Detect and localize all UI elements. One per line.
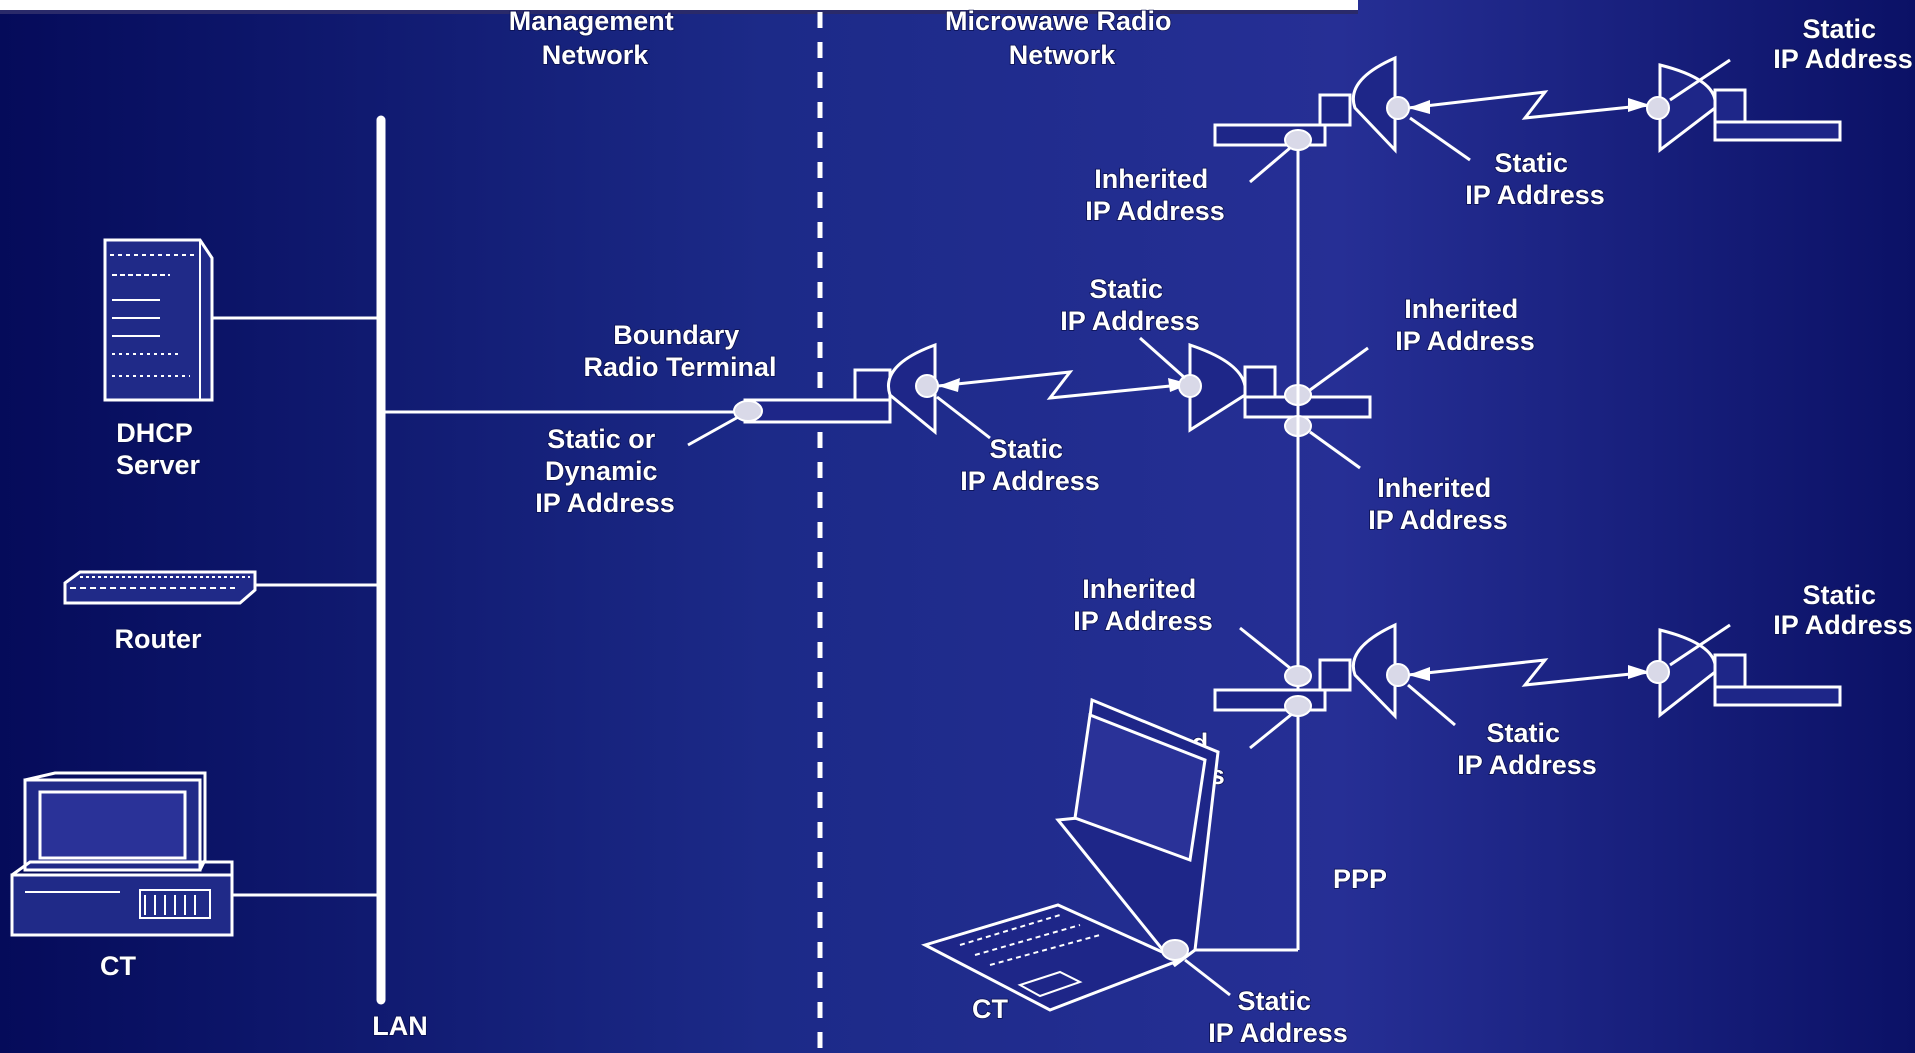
top-radio-inherited-address-label: Inherited IP Address bbox=[1085, 164, 1225, 226]
radio-link-top bbox=[1407, 90, 1651, 120]
dhcp-server-label: DHCP Server bbox=[116, 418, 201, 480]
router-icon bbox=[63, 570, 257, 605]
ct-laptop-label: CT bbox=[972, 994, 1008, 1024]
top-banner bbox=[0, 0, 1358, 13]
lan-label: LAN bbox=[372, 1011, 428, 1041]
microwave-network-label: Microwawe Radio Network bbox=[945, 6, 1179, 70]
ct-left-label: CT bbox=[100, 951, 136, 981]
radio-link-lower bbox=[1407, 658, 1651, 687]
router-label: Router bbox=[115, 624, 202, 654]
top-radio-icon bbox=[1213, 55, 1410, 154]
middle-radio-inherited-address-label-upper: Inherited IP Address bbox=[1395, 294, 1535, 356]
radio-link-middle bbox=[937, 370, 1191, 400]
ct-desktop-icon bbox=[10, 771, 234, 937]
ppp-label: PPP bbox=[1333, 864, 1387, 894]
middle-radio-static-address-label: Static IP Address bbox=[1060, 274, 1200, 336]
lower-remote-radio-icon bbox=[1646, 628, 1842, 719]
static-or-dynamic-address-label: Static or Dynamic IP Address bbox=[535, 424, 675, 518]
lower-radio-icon bbox=[1213, 622, 1410, 720]
lower-remote-static-address-label: Static IP Address bbox=[1773, 580, 1913, 640]
middle-radio-icon bbox=[1178, 342, 1372, 437]
ct-laptop-icon bbox=[921, 697, 1220, 1012]
management-network-label: Management Network bbox=[509, 6, 682, 70]
laptop-static-address-label: Static IP Address bbox=[1208, 986, 1348, 1048]
boundary-radio-icon bbox=[733, 342, 939, 436]
dhcp-server-icon bbox=[103, 238, 214, 402]
lower-radio-inherited-address-label-upper: Inherited IP Address bbox=[1073, 574, 1213, 636]
boundary-radio-terminal-label: Boundary Radio Terminal bbox=[583, 320, 776, 382]
top-radio-static-address-label: Static IP Address bbox=[1465, 148, 1605, 210]
middle-radio-inherited-address-label-lower: Inherited IP Address bbox=[1368, 473, 1508, 535]
lower-radio-static-address-label: Static IP Address bbox=[1457, 718, 1597, 780]
top-remote-radio-icon bbox=[1646, 63, 1842, 154]
boundary-radio-static-address-label: Static IP Address bbox=[960, 434, 1100, 496]
top-remote-static-address-label: Static IP Address bbox=[1773, 14, 1913, 74]
